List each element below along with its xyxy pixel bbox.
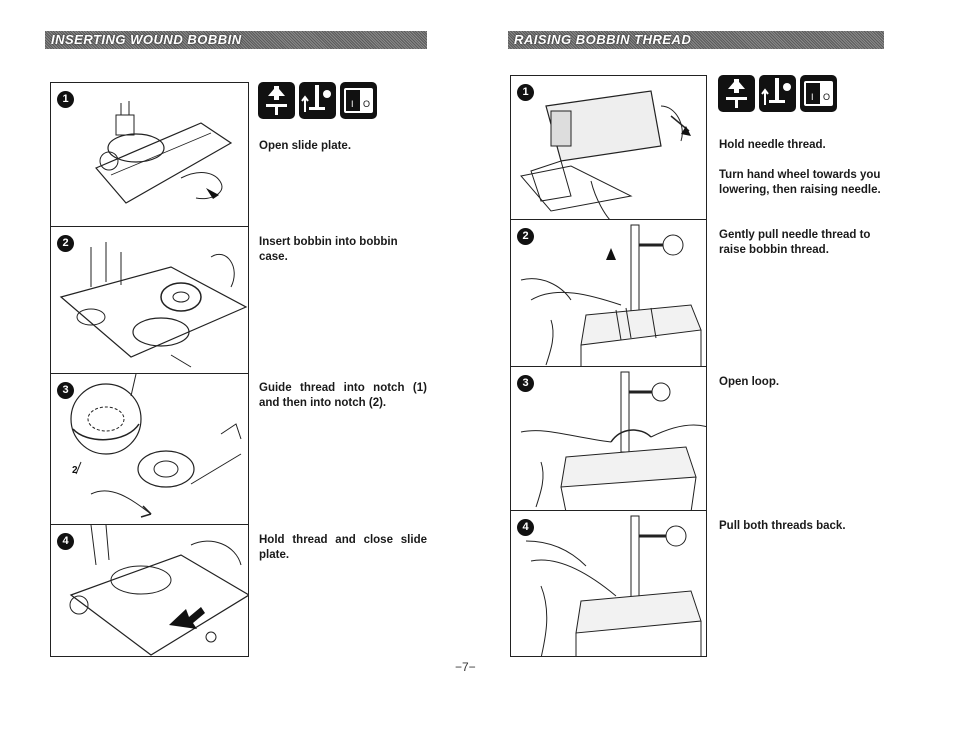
needle-up-icon: [718, 75, 755, 112]
needle-up-icon: [258, 82, 295, 119]
power-off-label: O: [823, 92, 830, 102]
power-on-label: I: [351, 99, 354, 109]
machine-state-icons-right: I O: [718, 75, 837, 112]
right-step-2-text: Gently pull needle thread to raise bobbi…: [719, 229, 871, 256]
power-switch-off-icon: I O: [800, 75, 837, 112]
power-on-label: I: [811, 92, 814, 102]
presser-foot-up-icon: [299, 82, 336, 119]
right-step-3-text: Open loop.: [719, 376, 780, 388]
step-number-3: 3: [57, 382, 74, 399]
machine-state-icons: I O: [258, 82, 377, 119]
right-step-number-2: 2: [517, 228, 534, 245]
power-switch-off-icon: I O: [340, 82, 377, 119]
power-off-label: O: [363, 99, 370, 109]
step-number-4: 4: [57, 533, 74, 550]
illustration-step-1-open-plate: 1: [50, 82, 249, 227]
illustration-step-3-guide-thread: 3 1 2: [50, 373, 249, 525]
right-step-number-4: 4: [517, 519, 534, 536]
illustration-step-2-insert-bobbin: 2: [50, 226, 249, 374]
illustration-step-4-close-plate: 4: [50, 524, 249, 657]
left-step-1-text: Open slide plate.: [259, 140, 352, 152]
right-step-number-1: 1: [517, 84, 534, 101]
right-step-4-text: Pull both threads back.: [719, 520, 846, 532]
step-number-2: 2: [57, 235, 74, 252]
callout-notch-2: 2: [72, 465, 78, 476]
illustration-right-step-3-open-loop: 3: [510, 366, 707, 511]
left-step-2-text: Insert bobbin into bobbin case.: [259, 236, 398, 263]
step-number-1: 1: [57, 91, 74, 108]
right-step-number-3: 3: [517, 375, 534, 392]
illustration-right-step-2-pull-thread: 2: [510, 219, 707, 367]
section-title-inserting-bobbin: INSERTING WOUND BOBBIN: [45, 31, 427, 49]
section-title-raising-bobbin-thread: RAISING BOBBIN THREAD: [508, 31, 884, 49]
illustration-right-step-1-hand-wheel: 1: [510, 75, 707, 220]
illustration-right-step-4-pull-back: 4: [510, 510, 707, 657]
left-step-3-text: Guide thread into notch (1) and then int…: [259, 382, 427, 409]
left-step-4-text: Hold thread and close slide plate.: [259, 534, 427, 561]
right-step-1-text: Hold needle thread. Turn hand wheel towa…: [719, 139, 881, 196]
presser-foot-up-icon: [759, 75, 796, 112]
page-number: −7−: [455, 660, 476, 674]
